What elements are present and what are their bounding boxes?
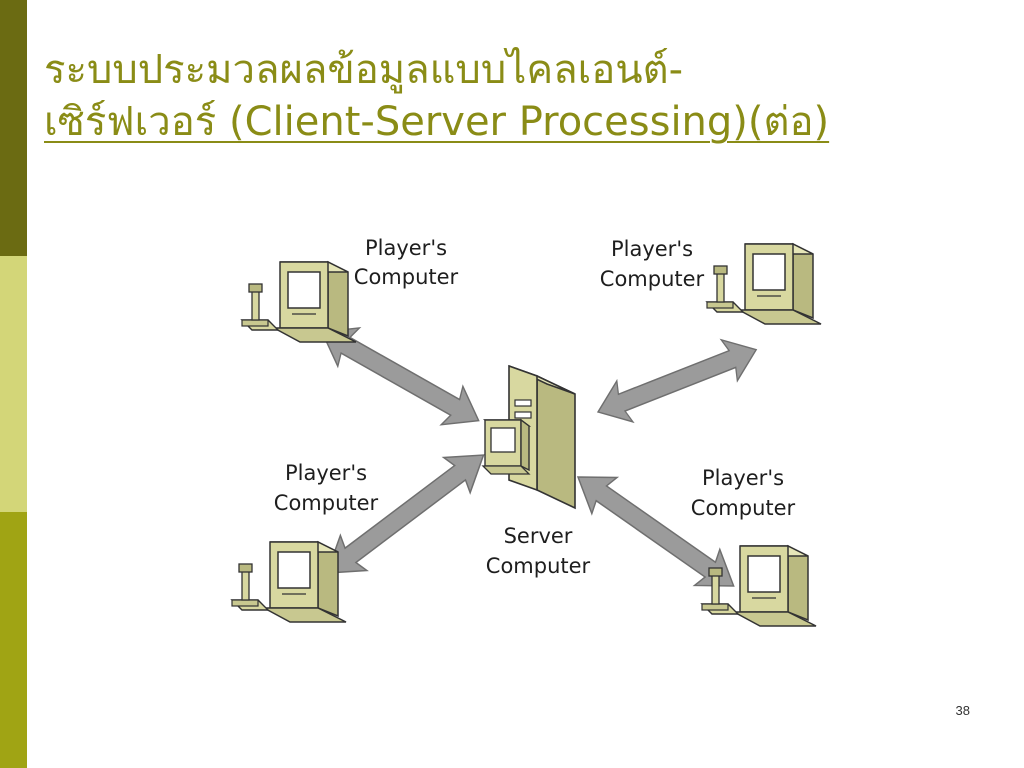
client-label-bottom-left-line1: Player's bbox=[285, 461, 367, 485]
client-label-bottom-left-line2: Computer bbox=[274, 491, 379, 515]
sidebar-decoration bbox=[0, 0, 27, 768]
slide-title: ระบบประมวลผลข้อมูลแบบไคลเอนต์- เซิร์ฟเวอ… bbox=[44, 44, 984, 148]
client-label-top-right-line2: Computer bbox=[600, 267, 705, 291]
server-label-line2: Computer bbox=[486, 554, 591, 578]
sidebar-segment-middle bbox=[0, 256, 27, 512]
sidebar-segment-top bbox=[0, 0, 27, 256]
sidebar-segment-bottom bbox=[0, 512, 27, 768]
client-label-top-left-line1: Player's bbox=[365, 236, 447, 260]
client-label-top-left-line2: Computer bbox=[354, 265, 459, 289]
computer-with-joystick-icon bbox=[231, 541, 347, 623]
client-computer-top-right bbox=[706, 243, 822, 325]
client-computer-top-left bbox=[241, 261, 357, 343]
computer-with-joystick-icon bbox=[241, 261, 357, 343]
computer-with-joystick-icon bbox=[706, 243, 822, 325]
title-line-2: เซิร์ฟเวอร์ (Client-Server Processing)(ต… bbox=[44, 99, 830, 145]
server-tower-icon bbox=[482, 365, 576, 509]
client-label-top-right-line1: Player's bbox=[611, 237, 693, 261]
arrow-server-top-right bbox=[589, 328, 765, 434]
server-computer bbox=[482, 365, 576, 509]
slide-number: 38 bbox=[955, 703, 970, 718]
server-label-line1: Server bbox=[504, 524, 573, 548]
client-computer-bottom-left bbox=[231, 541, 347, 623]
client-label-bottom-right-line1: Player's bbox=[702, 466, 784, 490]
title-line-1: ระบบประมวลผลข้อมูลแบบไคลเอนต์- bbox=[44, 47, 684, 93]
client-label-bottom-right-line2: Computer bbox=[691, 496, 796, 520]
